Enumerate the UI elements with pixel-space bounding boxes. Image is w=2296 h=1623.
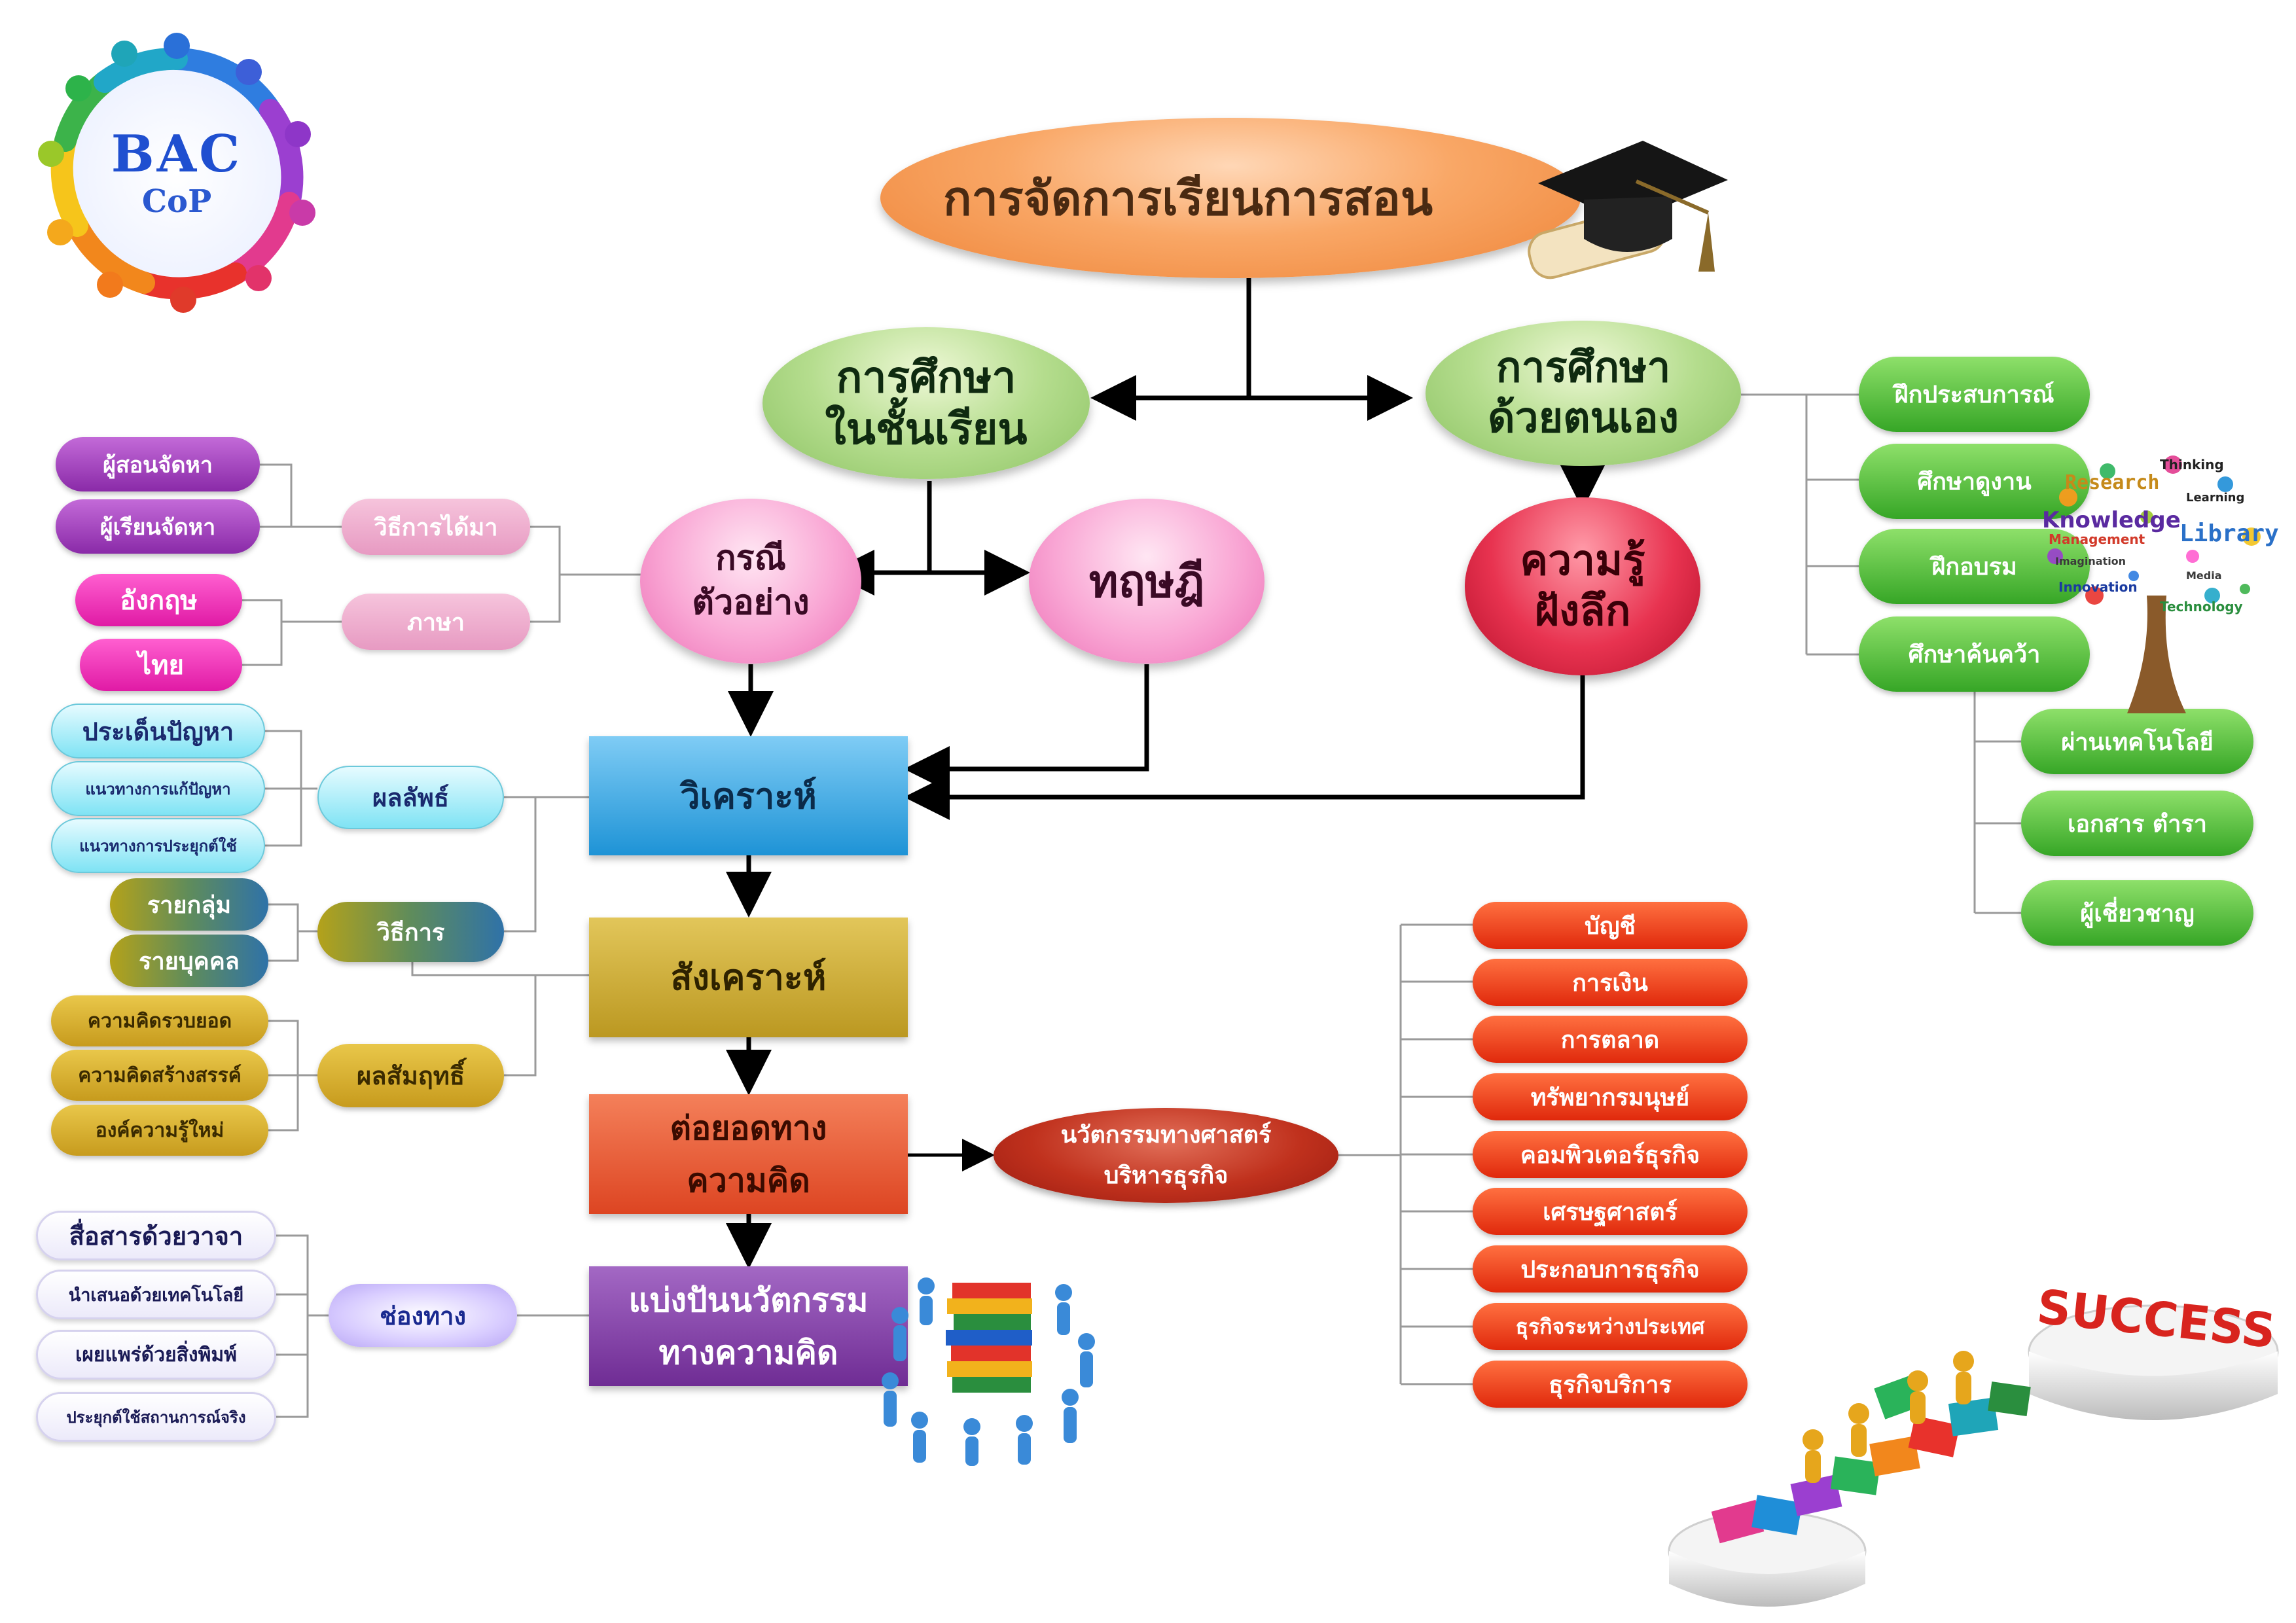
concept-pill: ความคิดรวบยอด xyxy=(51,995,268,1046)
field-hr-pill: ทรัพยากรมนุษย์ xyxy=(1473,1073,1748,1120)
channel-pill: ช่องทาง xyxy=(329,1284,517,1347)
graduation-cap-icon xyxy=(1528,141,1728,279)
bac-cop-logo: BAC CoP xyxy=(33,26,321,314)
field-service-business-pill: ธุรกิจบริการ xyxy=(1473,1361,1748,1408)
application-approach-pill: แนวทางการประยุกต์ใช้ xyxy=(51,818,265,873)
field-marketing-pill: การตลาด xyxy=(1473,1016,1748,1063)
tree-trunk-icon xyxy=(2047,455,2261,713)
documents-textbooks-pill: เอกสาร ตำรา xyxy=(2021,791,2253,856)
logo-text-cop: CoP xyxy=(141,183,212,220)
innovation-node: นวัตกรรมทางศาสตร์ บริหารธุรกิจ xyxy=(994,1108,1338,1203)
case-study-node: กรณี ตัวอย่าง xyxy=(640,499,861,664)
achievement-pill: ผลสัมฤทธิ์ xyxy=(317,1044,504,1107)
study-visit-pill: ศึกษาดูงาน xyxy=(1859,444,2090,519)
page-title: การจัดการเรียนการสอน xyxy=(942,171,1433,226)
field-business-computer-pill: คอมพิวเตอร์ธุรกิจ xyxy=(1473,1131,1748,1178)
individual-pill: รายบุคคล xyxy=(110,935,268,987)
student-provided-pill: ผู้เรียนจัดหา xyxy=(56,499,260,554)
field-accounting-pill: บัญชี xyxy=(1473,902,1748,949)
books-people-illustration xyxy=(882,1277,1095,1466)
teacher-provided-pill: ผู้สอนจัดหา xyxy=(56,437,260,491)
deep-knowledge-node: ความรู้ ฝังลึก xyxy=(1465,497,1700,675)
print-publication-pill: เผยแพร่ด้วยสิ่งพิมพ์ xyxy=(36,1330,276,1380)
people-circle-icon xyxy=(38,33,315,313)
field-international-business-pill: ธุรกิจระหว่างประเทศ xyxy=(1473,1303,1748,1350)
research-pill: ศึกษาค้นคว้า xyxy=(1859,616,2090,692)
analyze-box: วิเคราะห์ xyxy=(589,736,908,855)
problem-issue-pill: ประเด็นปัญหา xyxy=(51,704,265,758)
training-pill: ฝึกอบรม xyxy=(1859,529,2090,604)
classroom-study-node: การศึกษา ในชั้นเรียน xyxy=(762,327,1090,479)
verbal-communication-pill: สื่อสารด้วยวาจา xyxy=(36,1211,276,1260)
synthesize-box: สังเคราะห์ xyxy=(589,918,908,1037)
solution-approach-pill: แนวทางการแก้ปัญหา xyxy=(51,761,265,816)
field-finance-pill: การเงิน xyxy=(1473,959,1748,1006)
real-situation-pill: ประยุกต์ใช้สถานการณ์จริง xyxy=(36,1392,276,1442)
creativity-pill: ความคิดสร้างสรรค์ xyxy=(51,1050,268,1101)
field-entrepreneurship-pill: ประกอบการธุรกิจ xyxy=(1473,1245,1748,1293)
thai-pill: ไทย xyxy=(80,639,242,691)
success-puzzle-illustration: SUCCESS xyxy=(1668,1279,2279,1607)
tech-presentation-pill: นำเสนอด้วยเทคโนโลยี xyxy=(36,1270,276,1319)
theory-node: ทฤษฎี xyxy=(1029,499,1265,664)
extend-thinking-box: ต่อยอดทาง ความคิด xyxy=(589,1094,908,1214)
experts-pill: ผู้เชี่ยวชาญ xyxy=(2021,880,2253,946)
group-pill: รายกลุ่ม xyxy=(110,878,268,931)
via-technology-pill: ผ่านเทคโนโลยี xyxy=(2021,709,2253,774)
new-knowledge-pill: องค์ความรู้ใหม่ xyxy=(51,1105,268,1156)
method-pill: วิธีการ xyxy=(317,902,504,962)
english-pill: อังกฤษ xyxy=(75,574,242,626)
self-study-node: การศึกษา ด้วยตนเอง xyxy=(1426,321,1741,466)
outcome-pill: ผลลัพธ์ xyxy=(317,766,504,829)
acquisition-method-pill: วิธีการได้มา xyxy=(342,499,530,555)
logo-text-bac: BAC xyxy=(111,124,243,184)
title-ellipse: การจัดการเรียนการสอน xyxy=(880,118,1581,278)
field-economics-pill: เศรษฐศาสตร์ xyxy=(1473,1188,1748,1235)
knowledge-word-tree: Thinking Research Learning Knowledge Man… xyxy=(2029,445,2296,720)
share-innovation-box: แบ่งปันนวัตกรรม ทางความคิด xyxy=(589,1266,908,1386)
language-pill: ภาษา xyxy=(342,594,530,650)
experience-training-pill: ฝึกประสบการณ์ xyxy=(1859,357,2090,432)
